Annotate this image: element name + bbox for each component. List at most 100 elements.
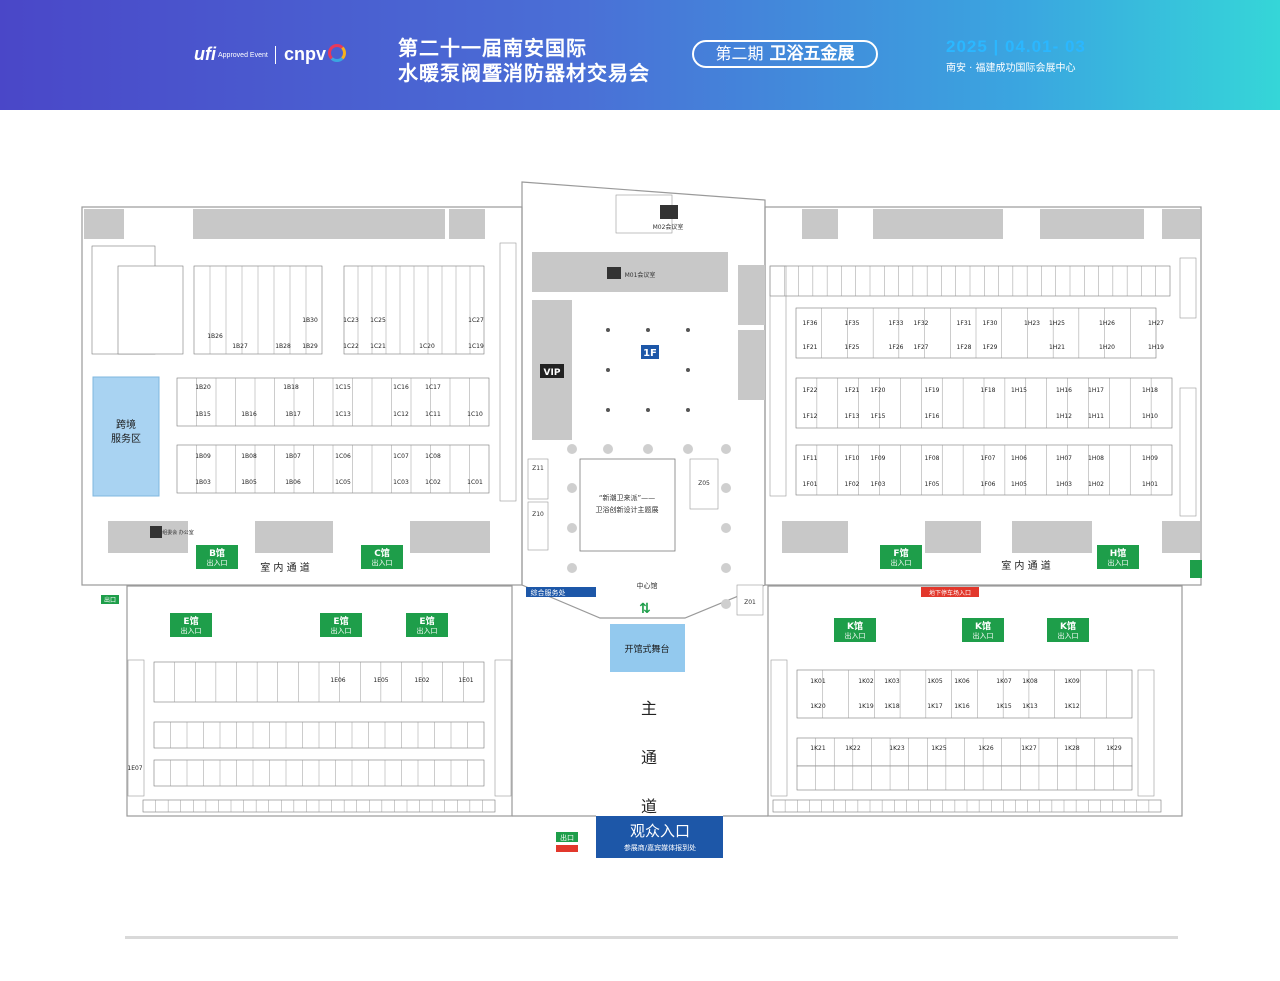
theme-exhibit-label-2: 卫浴创新设计主题展 xyxy=(596,505,659,514)
wall-block xyxy=(84,209,106,239)
opening-stage xyxy=(610,624,685,672)
pillar-dot xyxy=(686,408,690,412)
exit-sign-west-label: 出口 xyxy=(104,596,116,604)
booth-label: 1B06 xyxy=(285,479,301,486)
booth-label: 1F30 xyxy=(983,320,998,327)
parking-entrance xyxy=(921,587,979,597)
booth-label: 1F31 xyxy=(957,320,972,327)
booth-label: 1K21 xyxy=(810,745,826,752)
event-venue: 南安 · 福建成功国际会展中心 xyxy=(946,63,1076,74)
zone-z01-label: Z01 xyxy=(744,599,756,606)
booth-label: 1H12 xyxy=(1056,413,1072,420)
booth-label: 1C22 xyxy=(343,343,359,350)
booth-block xyxy=(796,669,1133,719)
booth-label: 1H01 xyxy=(1142,481,1158,488)
booth-label: 1B08 xyxy=(241,453,257,460)
booth-label: 1C27 xyxy=(468,317,484,324)
pillar-dot xyxy=(606,408,610,412)
audience-entrance xyxy=(596,816,723,858)
booth-label: 1F08 xyxy=(925,455,940,462)
hall-tag xyxy=(406,613,448,637)
k-hall-outline xyxy=(767,585,1183,817)
bottom-rule xyxy=(125,936,1178,939)
hall-tag-name: K馆 xyxy=(975,620,991,632)
booth-column-e xyxy=(127,659,145,797)
booth-label: 1H25 xyxy=(1049,320,1065,327)
booth-label: 1H19 xyxy=(1148,344,1164,351)
hall-tag-name: F馆 xyxy=(893,547,908,559)
booth-label: 1K18 xyxy=(884,703,900,710)
booth-column-h xyxy=(1179,257,1197,319)
up-down-arrow-icon: ⇅ xyxy=(639,601,651,617)
booth-label: 1H07 xyxy=(1056,455,1072,462)
hall-tag-sub: 出入口 xyxy=(973,631,994,640)
wall-block xyxy=(802,209,820,239)
hall-tag xyxy=(170,613,212,637)
booth-label: 1H15 xyxy=(1011,387,1027,394)
service-desk-label: 综合服务处 xyxy=(531,588,566,597)
booth-label: 1H03 xyxy=(1056,481,1072,488)
theme-exhibit-zone xyxy=(579,458,676,552)
booth-label: 1B20 xyxy=(195,384,211,391)
booth-label: 1B17 xyxy=(285,411,301,418)
opening-stage-label: 开馆式舞台 xyxy=(624,643,669,655)
booth-label: 1C21 xyxy=(370,343,386,350)
meeting-room-m01-label: M01会议室 xyxy=(625,271,656,279)
booth-column-e2 xyxy=(494,659,512,797)
pillar xyxy=(567,563,577,573)
booth-label: 1H18 xyxy=(1142,387,1158,394)
booth-label: 1K03 xyxy=(884,678,900,685)
wall-block xyxy=(1012,521,1092,553)
hall-tag-sub: 出入口 xyxy=(891,558,912,567)
hall-tag-sub: 出入口 xyxy=(1058,631,1079,640)
exit-sign-west xyxy=(101,595,119,604)
booth-label: 1F06 xyxy=(981,481,996,488)
booth-label: 1K08 xyxy=(1022,678,1038,685)
booth-label: 1B18 xyxy=(283,384,299,391)
wall-block xyxy=(532,252,728,292)
floor-badge-label: 1F xyxy=(643,348,657,359)
booth-label: 1K23 xyxy=(889,745,905,752)
booth-label: 1K13 xyxy=(1022,703,1038,710)
booth-label: 1C05 xyxy=(335,479,351,486)
booth-label: 1K17 xyxy=(927,703,943,710)
service-desk xyxy=(526,587,596,597)
booth-label: 1B03 xyxy=(195,479,211,486)
booth-label: 1F15 xyxy=(871,413,886,420)
booth-label: 1F35 xyxy=(845,320,860,327)
booth-label: 1F33 xyxy=(889,320,904,327)
booth-label: 1K19 xyxy=(858,703,874,710)
indoor-corridor-east: 室 内 通 道 xyxy=(1001,559,1051,572)
wall-block xyxy=(410,521,490,553)
zone-z01 xyxy=(736,584,764,616)
pillar xyxy=(721,444,731,454)
booth-label: 1C19 xyxy=(468,343,484,350)
booth-label: 1F28 xyxy=(957,344,972,351)
hall-tag-name: E馆 xyxy=(183,615,198,627)
booth-label: 1K28 xyxy=(1064,745,1080,752)
booth-label: 1F12 xyxy=(803,413,818,420)
hall-tag xyxy=(196,545,238,569)
zone-z10-label: Z10 xyxy=(532,511,544,518)
booth-label: 1K20 xyxy=(810,703,826,710)
exit-sign-east xyxy=(1190,560,1202,578)
booth-label: 1B05 xyxy=(241,479,257,486)
booth-label: 1H05 xyxy=(1011,481,1027,488)
hall-tag xyxy=(361,545,403,569)
main-corridor-char-3: 道 xyxy=(641,797,657,816)
booth-label: 1F03 xyxy=(871,481,886,488)
office-label: 组委会 办公室 xyxy=(162,529,194,536)
booth-label: 1H20 xyxy=(1099,344,1115,351)
booth-label: 1C23 xyxy=(343,317,359,324)
booth-label: 1K01 xyxy=(810,678,826,685)
wall-block xyxy=(738,265,765,325)
zone-z10 xyxy=(527,501,549,551)
cnpv-logo: cnpv xyxy=(284,44,327,64)
zone-z05 xyxy=(689,458,719,510)
booth-label: 1F01 xyxy=(803,481,818,488)
wall-block xyxy=(1162,209,1200,239)
pillar-dot xyxy=(606,328,610,332)
pillar xyxy=(683,444,693,454)
